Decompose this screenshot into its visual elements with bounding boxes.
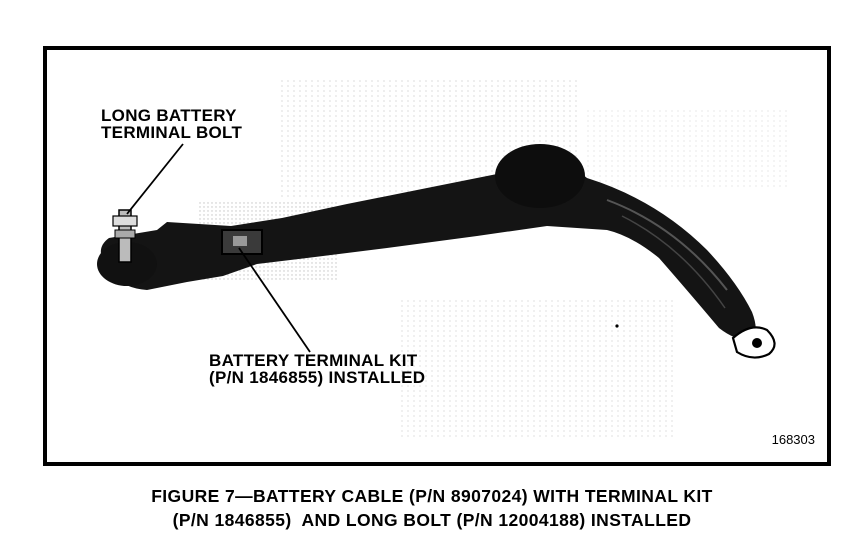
figure-number: 168303 [771, 432, 815, 447]
bolt-leader-line [126, 143, 184, 215]
kit-callout-line2: (P/N 1846855) INSTALLED [209, 368, 426, 387]
figure-caption: FIGURE 7—BATTERY CABLE (P/N 8907024) WIT… [0, 484, 864, 532]
kit-leader-line [238, 247, 311, 353]
battery-terminal-kit-callout: BATTERY TERMINAL KIT (P/N 1846855) INSTA… [209, 352, 425, 386]
caption-line1: FIGURE 7—BATTERY CABLE (P/N 8907024) WIT… [151, 486, 713, 506]
caption-line2: (P/N 1846855) AND LONG BOLT (P/N 1200418… [172, 510, 692, 530]
bolt-callout-line2: TERMINAL BOLT [101, 123, 243, 142]
long-battery-terminal-bolt-callout: LONG BATTERY TERMINAL BOLT [101, 107, 242, 141]
cable-shape [100, 148, 756, 341]
battery-cable-photo [97, 80, 787, 440]
cable-boot [495, 144, 585, 208]
bolt-callout-line1: LONG BATTERY [101, 106, 237, 125]
figure-frame: LONG BATTERY TERMINAL BOLT BATTERY TERMI… [43, 46, 831, 466]
kit-callout-line1: BATTERY TERMINAL KIT [209, 351, 418, 370]
